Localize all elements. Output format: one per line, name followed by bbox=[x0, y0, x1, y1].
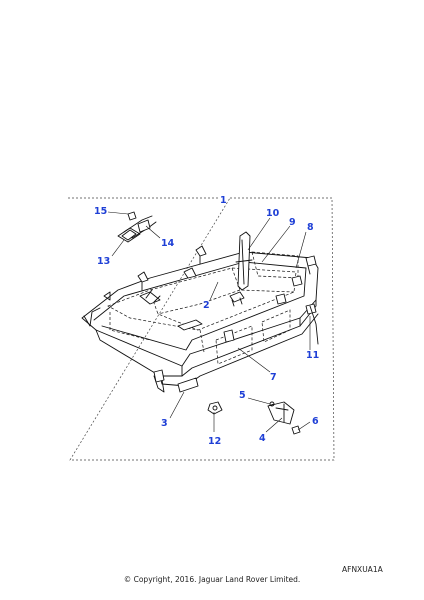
screw-15 bbox=[127, 211, 137, 221]
brackets-2 bbox=[139, 289, 245, 331]
callout-10: 10 bbox=[266, 208, 280, 219]
back-clips bbox=[137, 245, 207, 291]
callout-5: 5 bbox=[239, 390, 246, 401]
callout-1: 1 bbox=[220, 195, 227, 206]
side-clips bbox=[275, 275, 317, 315]
bracket-4 bbox=[267, 401, 295, 425]
screw-6 bbox=[291, 425, 301, 435]
callout-6: 6 bbox=[312, 416, 319, 427]
callout-13: 13 bbox=[97, 256, 110, 267]
panel-9 bbox=[251, 251, 299, 279]
grommet-12 bbox=[207, 401, 223, 415]
assembly-boundary bbox=[68, 197, 335, 461]
callout-11: 11 bbox=[306, 350, 319, 361]
callout-9: 9 bbox=[289, 217, 296, 228]
callout-3: 3 bbox=[161, 418, 168, 429]
copyright-notice: © Copyright, 2016. Jaguar Land Rover Lim… bbox=[123, 575, 301, 584]
callout-14: 14 bbox=[161, 238, 175, 249]
callout-2: 2 bbox=[203, 300, 210, 311]
callout-15: 15 bbox=[94, 206, 107, 217]
leader-lines bbox=[107, 211, 311, 433]
callout-12: 12 bbox=[208, 436, 221, 447]
callout-4: 4 bbox=[259, 433, 266, 444]
bracket-10 bbox=[235, 231, 253, 291]
clip-8 bbox=[305, 255, 317, 275]
tray-assembly bbox=[81, 251, 319, 393]
callout-7: 7 bbox=[270, 372, 277, 383]
reference-code: AFNXUA1A bbox=[342, 565, 383, 574]
plate-3 bbox=[177, 377, 199, 393]
panels-7 bbox=[215, 309, 291, 365]
callout-8: 8 bbox=[307, 222, 314, 233]
strap-11 bbox=[309, 305, 319, 345]
corner-clip-left bbox=[153, 369, 165, 383]
